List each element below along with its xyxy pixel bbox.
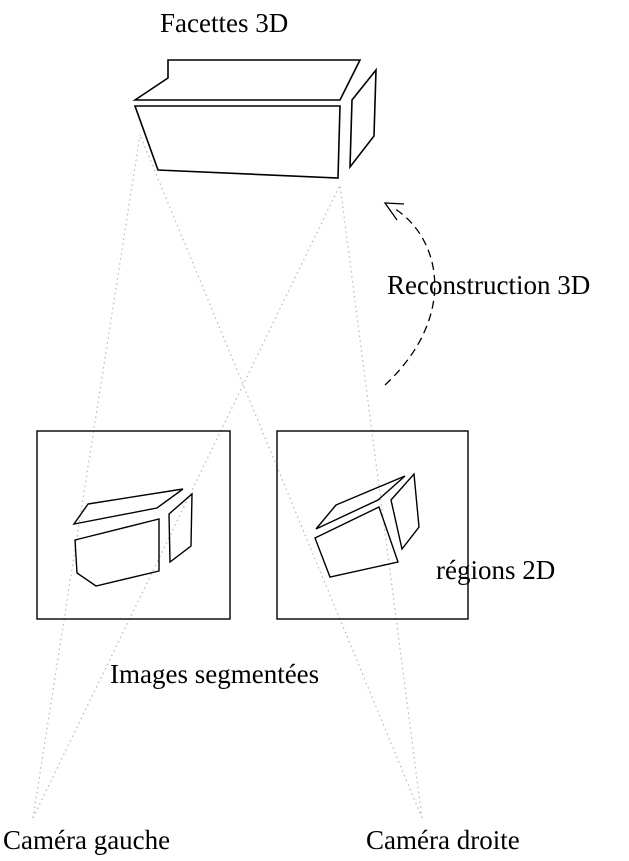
projection-line-right-outer <box>139 134 423 819</box>
left-region-front <box>74 518 160 587</box>
left-region-top <box>72 488 184 526</box>
facette-front <box>133 105 341 179</box>
regions-2d-label: régions 2D <box>436 555 556 585</box>
right-image-frame <box>276 430 469 620</box>
projection-line-left-inner <box>32 184 341 819</box>
projection-line-right-inner <box>339 184 423 819</box>
camera-left-label: Caméra gauche <box>3 825 171 855</box>
facettes-3d-label: Facettes 3D <box>160 8 289 38</box>
left-region-side <box>168 492 193 564</box>
facette-side <box>349 67 377 170</box>
projection-line-left-outer <box>32 134 141 819</box>
right-region-top <box>315 475 406 530</box>
right-region-side <box>390 472 420 551</box>
reconstruction-arrow <box>383 202 436 386</box>
reconstruction-3d-label: Reconstruction 3D <box>387 270 591 300</box>
right-region-front <box>314 506 399 578</box>
projection-lines <box>32 134 423 819</box>
reconstruction-arrow-head <box>383 202 405 221</box>
facette-top <box>132 59 362 101</box>
camera-right-label: Caméra droite <box>366 825 520 855</box>
right-image <box>276 430 469 620</box>
facettes-3d-object <box>132 59 377 179</box>
reconstruction-arrow-curve <box>384 206 436 386</box>
left-image <box>36 430 231 620</box>
left-image-frame <box>36 430 231 620</box>
images-segmentees-label: Images segmentées <box>110 659 320 689</box>
